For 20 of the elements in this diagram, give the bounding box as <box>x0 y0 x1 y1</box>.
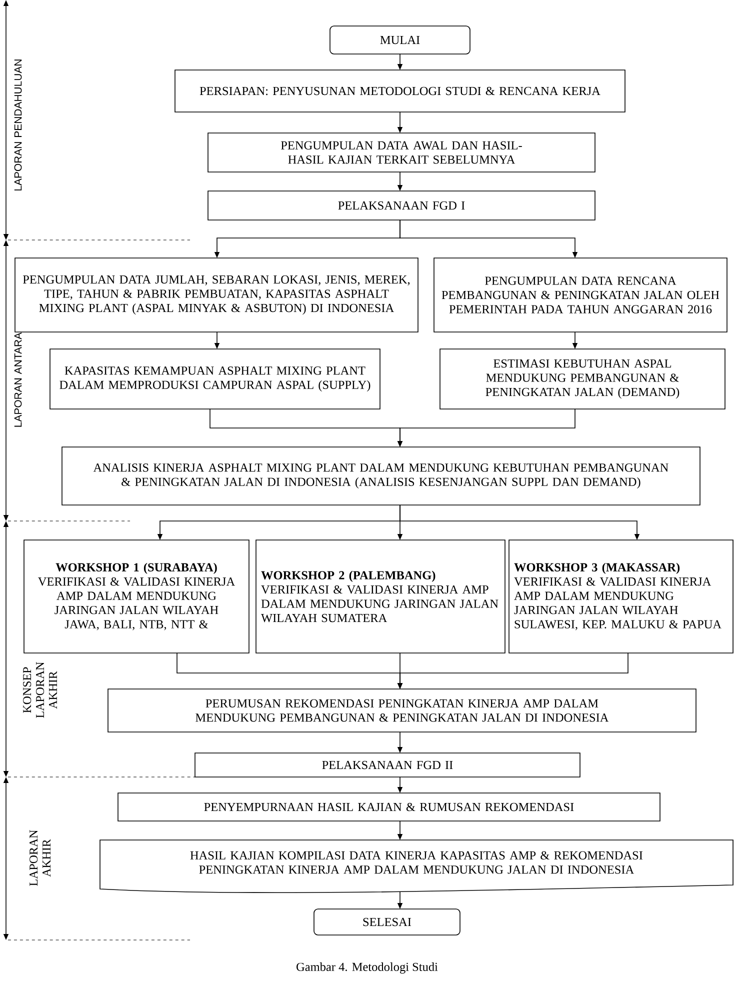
process-box: PENGUMPULAN DATA AWAL DAN HASIL-HASIL KAJIAN TERKAIT SEBELUMNYA <box>208 132 596 172</box>
process-box: PERUMUSAN REKOMENDASI PENINGKATAN KINERJA AMP DALAM MENDUKUNG PEMBANGUNAN & PENINGKATAN JALAN DI INDONESIA <box>108 688 696 732</box>
process-box: PELAKSANAAN FGD II <box>194 752 580 778</box>
terminal-box: MULAI <box>330 26 470 54</box>
phase-label: LAPORAN AKHIR <box>30 830 50 886</box>
figure-caption: Gambar 4. Metodologi Studi <box>296 962 438 974</box>
process-box: WORKSHOP 3 (MAKASSAR) VERIFIKASI & VALIDASI KINERJA AMP DALAM MENDUKUNG JARINGAN JALAN WILAYAH SULAWESI, KEP. MALUKU & PAPUA <box>508 540 734 654</box>
process-box: WORKSHOP 2 (PALEMBANG) VERIFIKASI & VALIDASI KINERJA AMP DALAM MENDUKUNG JARINGAN JALAN WILAYAH SUMATERA <box>256 540 506 654</box>
process-box: PERSIAPAN: PENYUSUNAN METODOLOGI STUDI & RENCANA KERJA <box>174 70 626 112</box>
terminal-box: SELESAI <box>314 908 460 936</box>
process-box: PENYEMPURNAAN HASIL KAJIAN & RUMUSAN REKOMENDASI <box>118 792 660 822</box>
process-box: ANALISIS KINERJA ASPHALT MIXING PLANT DALAM MENDUKUNG KEBUTUHAN PEMBANGUNAN & PENINGKATAN JALAN DI INDONESIA (ANALISIS KESENJANGAN SUPPL DAN DEMAND) <box>62 446 700 506</box>
process-box: PENGUMPULAN DATA RENCANA PEMBANGUNAN & PENINGKATAN JALAN OLEH PEMERINTAH PADA TAHUN ANGGARAN 2016 <box>434 258 728 332</box>
phase-label: LAPORAN ANTARA <box>14 332 22 427</box>
process-box: PENGUMPULAN DATA JUMLAH, SEBARAN LOKASI, JENIS, MEREK, TIPE, TAHUN & PABRIK PEMBUATAN, KAPASITAS ASPHALT MIXING PLANT (ASPAL MINYAK & ASBUTON) DI INDONESIA <box>14 258 418 332</box>
process-box: PELAKSANAAN FGD I <box>208 190 596 220</box>
process-box: ESTIMASI KEBUTUHAN ASPAL MENDUKUNG PEMBANGUNAN & PENINGKATAN JALAN (DEMAND) <box>440 348 726 410</box>
phase-label: LAPORAN PENDAHULUAN <box>14 60 22 190</box>
process-box: KAPASITAS KEMAMPUAN ASPHALT MIXING PLANT DALAM MEMPRODUKSI CAMPURAN ASPAL (SUPPLY) <box>50 348 380 410</box>
process-box: WORKSHOP 1 (SURABAYA) VERIFIKASI & VALIDASI KINERJA AMP DALAM MENDUKUNG JARINGAN JALAN WILAYAH JAWA, BALI, NTB, NTT & <box>24 540 250 654</box>
